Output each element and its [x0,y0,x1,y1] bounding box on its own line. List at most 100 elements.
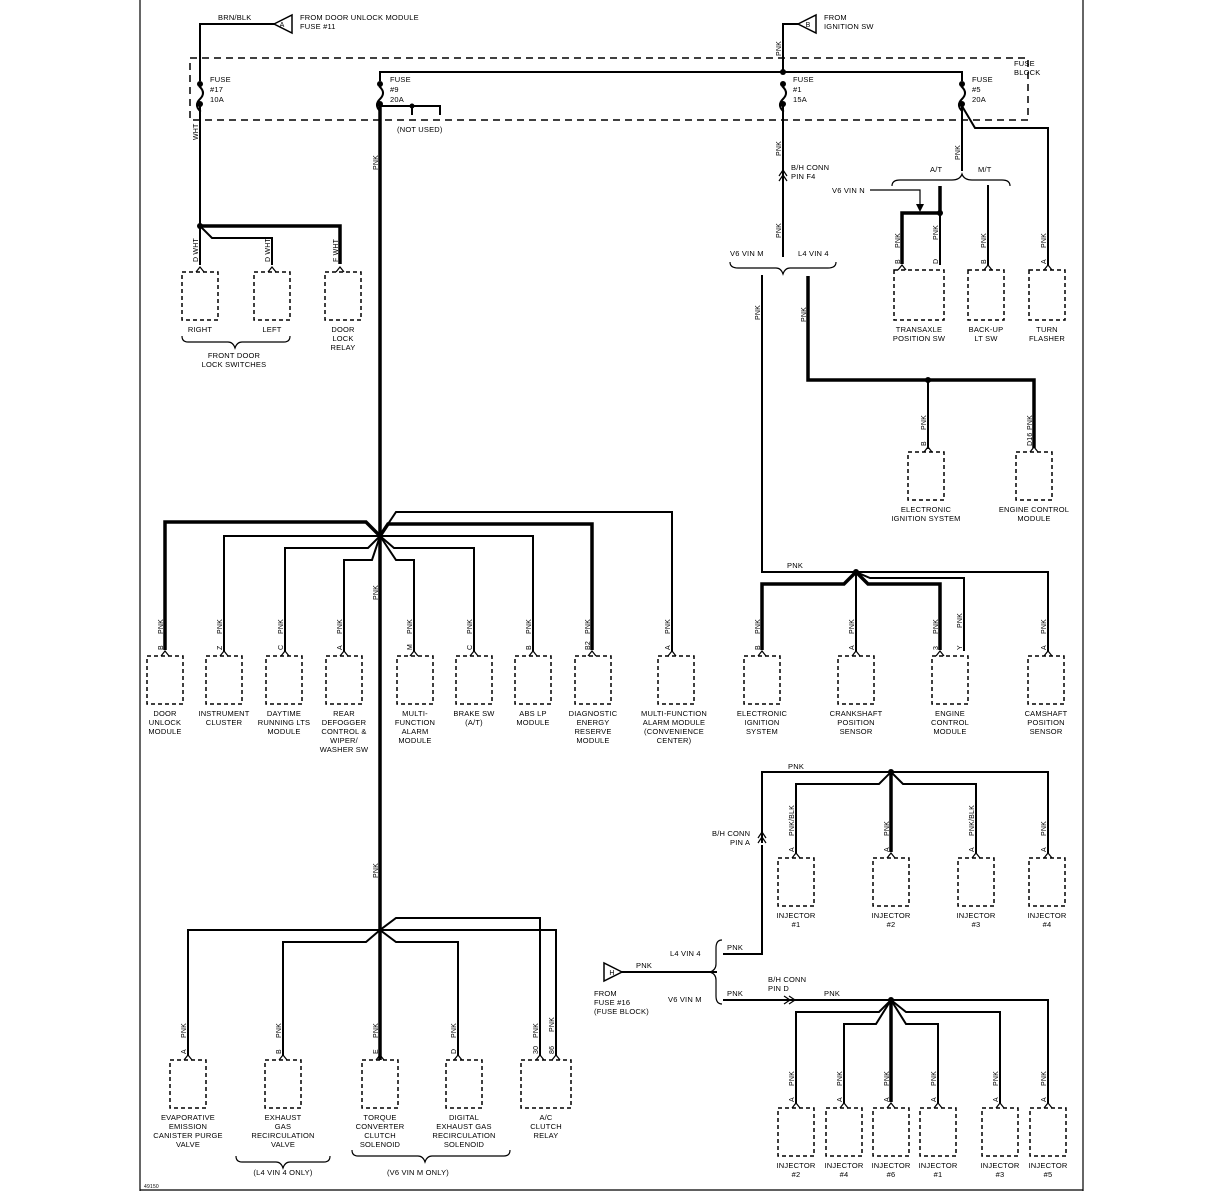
label-lock-switches: LOCK SWITCHES [202,360,267,369]
pin-label: A [1041,1097,1048,1102]
wire-label-pnk: PNK [755,305,762,320]
pin-label: C [278,645,285,650]
pin-label: A [789,847,796,852]
component-label: RUNNING LTS [258,718,310,727]
wire-label-pnk: PNK [824,989,840,998]
component-label: VALVE [176,1140,200,1149]
pin-label: A [884,847,891,852]
wire-label: PNK [1027,415,1034,430]
pin-label: B [276,1049,283,1054]
wire-label-pnk: PNK [788,762,804,771]
pin-label: E [373,1049,380,1054]
component-left: LEFT [253,266,291,334]
label-front-door: FRONT DOOR [208,351,261,360]
connector-from-door-unlock [272,13,293,35]
label-v6-vin-m: V6 VIN M [730,249,764,258]
component-label: SYSTEM [746,727,778,736]
component-label: CLUTCH [530,1122,562,1131]
component-label: CAMSHAFT [1025,709,1068,718]
component-label: MODULE [267,727,300,736]
wire-label: PNK [884,1071,891,1086]
pin-label: A [993,1097,1000,1102]
component-label: MODULE [576,736,609,745]
pin-label: A [665,645,672,650]
label-bh-conn: B/H CONN [791,163,829,172]
pin-label: B [981,259,988,264]
component-label: IGNITION [745,718,780,727]
component-label: ELECTRONIC [901,505,952,514]
component-label: #2 [792,1170,801,1179]
wire-label-pnk: PNK [776,223,783,238]
wire-label: PNK [373,1023,380,1038]
component-label: INJECTOR [777,911,816,920]
svg-text:Y: Y [957,645,964,650]
svg-text:10A: 10A [210,95,224,104]
wire-label: PNK [755,619,762,634]
component-label: BRAKE SW [453,709,495,718]
component-label: MODULE [516,718,549,727]
component-label: VALVE [271,1140,295,1149]
component-label: CANISTER PURGE [153,1131,222,1140]
svg-text:PNK: PNK [549,1017,556,1032]
component-label: TORQUE [363,1113,396,1122]
component-label: DIAGNOSTIC [569,709,618,718]
brace-at-mt [891,172,1011,187]
label-not-used: (NOT USED) [397,125,443,134]
pin-label: A [181,1049,188,1054]
component-label: SENSOR [1030,727,1063,736]
label-v6-vin-n: V6 VIN N [832,186,865,195]
component-label: ENERGY [577,718,610,727]
pin-label: A [837,1097,844,1102]
wire-label-pnk: PNK [955,145,962,160]
component-label: CENTER) [657,736,692,745]
component-label: DOOR [153,709,177,718]
splice-2-branches [187,917,557,1056]
pin-label: D [451,1049,458,1054]
component-label: MULTI- [402,709,428,718]
component-label: RECIRCULATION [251,1131,314,1140]
label-from: FROM [824,13,847,22]
component-label: INJECTOR [981,1161,1020,1170]
connector-from-ignition [796,13,817,35]
component-label: DEFOGGER [322,718,367,727]
pin-label: A [1041,645,1048,650]
component-label: ALARM MODULE [643,718,705,727]
pin-label: A [969,847,976,852]
diagram-id: 49150 [144,1184,159,1190]
brace-v6-only [351,1149,511,1164]
wire-label-pnk: PNK [776,41,783,56]
component-label: INJECTOR [777,1161,816,1170]
label-bh-conn-d: B/H CONN [768,975,806,984]
svg-text:FUSE: FUSE [210,75,231,84]
wire-label: PNK [981,233,988,248]
component-label: #1 [934,1170,943,1179]
fuse-17: FUSE #17 10A [196,75,231,113]
wire-label: PNK [217,619,224,634]
pin-label: M [407,644,414,650]
label-l4-only: (L4 VIN 4 ONLY) [253,1168,312,1177]
component-label: GAS [275,1122,291,1131]
wire-label: PNK [1041,1071,1048,1086]
component-label: MODULE [148,727,181,736]
wire-v6-m [761,275,1049,651]
component-label: #5 [1044,1170,1053,1179]
label-bh-conn-a: B/H CONN [712,829,750,838]
wire-label: PNK [533,1023,540,1038]
wire-label: PNK [993,1071,1000,1086]
component-label: TURN [1036,325,1058,334]
wire-label-pnk: PNK [776,141,783,156]
component-label: RELAY [533,1131,558,1140]
label-l4-vin-4: L4 VIN 4 [798,249,829,258]
label-v6-only: (V6 VIN M ONLY) [387,1168,449,1177]
component-label: RIGHT [188,325,213,334]
